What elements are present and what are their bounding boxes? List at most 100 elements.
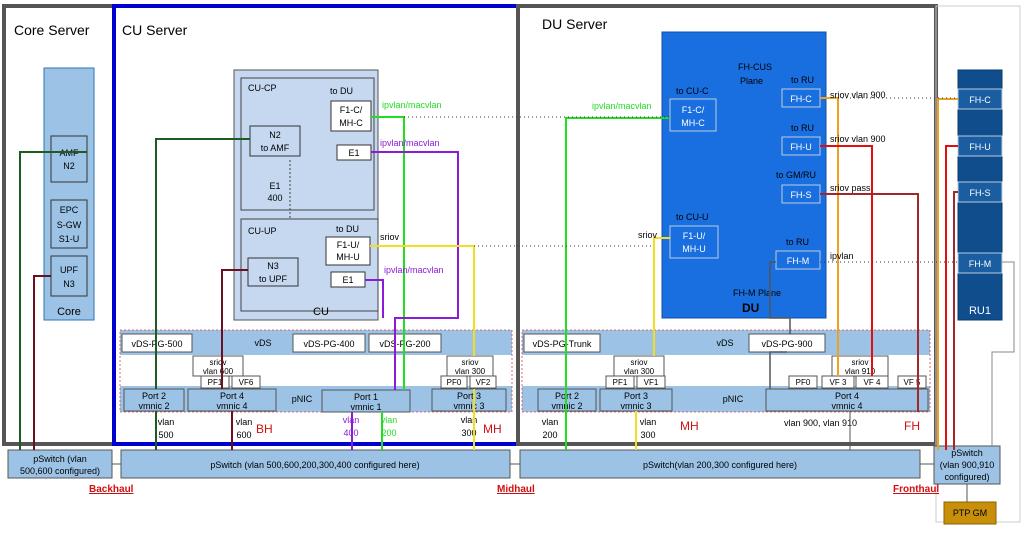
cu-up-title: CU-UP [248, 226, 277, 236]
du-fhcus-label: FH-CUS [738, 62, 772, 72]
cu-vmnic2-label: vmnic 2 [138, 401, 169, 411]
fronthaul-label: Fronthaul [893, 484, 939, 495]
cu-n3-label: N3 [267, 261, 279, 271]
du-sriov-label: sriov [638, 230, 658, 240]
e1-mid-label: E1 [269, 181, 280, 191]
ru-fhm-link [991, 261, 1015, 446]
cu-vlan500-a: vlan [158, 417, 175, 427]
pswitch-core [7, 449, 113, 479]
du-vf1-label: VF1 [644, 378, 659, 387]
pswitch-core-l1: pSwitch (vlan [33, 454, 87, 464]
cu-pg400-label: vDS-PG-400 [303, 339, 354, 349]
ru-fhu-link [945, 145, 958, 450]
du-fhs-label: FH-S [791, 190, 812, 200]
pswitch-cu-label: pSwitch (vlan 500,600,200,300,400 config… [210, 460, 419, 470]
cu-vlan600-b: 600 [236, 430, 251, 440]
upf-link [33, 275, 51, 450]
amf-box [50, 135, 88, 183]
du-vds-label: vDS [716, 338, 733, 348]
n2-link [155, 138, 250, 389]
cu-sriov600-vlan: vlan 600 [203, 367, 234, 376]
du-pf0 [788, 375, 818, 389]
cu-f1c-label: F1-C/ [340, 105, 363, 115]
du-port3-label: Port 3 [624, 391, 648, 401]
ru-fhs-label: FH-S [970, 188, 991, 198]
du-sriov910-label: sriov [852, 358, 869, 367]
epc-box [50, 199, 88, 249]
sgw-label: S-GW [57, 220, 82, 230]
upf-label: UPF [60, 265, 79, 275]
cu-cp-title: CU-CP [248, 83, 277, 93]
cu-port1 [321, 389, 411, 413]
du-vf3-label: VF 3 [830, 378, 847, 387]
du-vlan200-b: 200 [542, 430, 557, 440]
upf-n3-label: N3 [63, 279, 75, 289]
cu-mh-label: MH [483, 422, 502, 436]
cu-n2-label: N2 [269, 130, 281, 140]
cu-vf2-label: VF2 [476, 378, 491, 387]
du-mhu-label: MH-U [682, 244, 706, 254]
du-mhc-label: MH-C [681, 118, 705, 128]
s1u-label: S1-U [59, 234, 80, 244]
fhu-link [820, 145, 873, 376]
cu-vlan300-a: vlan [461, 415, 478, 425]
du-fh-label: FH [904, 419, 920, 433]
du-f1u-link [653, 237, 670, 356]
e1-up-link [365, 279, 384, 318]
du-plane-label: Plane [740, 76, 763, 86]
core-server-title: Core Server [14, 22, 90, 38]
du-block [661, 31, 827, 319]
cu-nic-dotted-frame [119, 329, 513, 413]
du-vf1 [636, 375, 666, 389]
cu-vmnic1-label: vmnic 1 [350, 402, 381, 412]
cu-cp-to-du: to DU [330, 86, 353, 96]
cu-cp-e1-label: E1 [348, 148, 359, 158]
cu-pf0-label: PF0 [447, 378, 462, 387]
backhaul-label: Backhaul [89, 484, 134, 495]
upf-box [50, 255, 88, 297]
cu-sriov300-label: sriov [462, 358, 479, 367]
du-vlan300-b: 300 [640, 430, 655, 440]
cu-up-to-du: to DU [336, 224, 359, 234]
cu-f1u-label: F1-U/ [337, 240, 360, 250]
cu-ipvlan-3: ipvlan/macvlan [384, 265, 444, 275]
pg900-link [769, 351, 787, 389]
du-f1c-label: F1-C/ [682, 105, 705, 115]
du-pg-trunk [523, 333, 601, 353]
cu-port3 [431, 388, 507, 412]
cu-bh-label: BH [256, 422, 273, 436]
cu-mhc-label: MH-C [339, 118, 363, 128]
du-ipvlan-fhm: ipvlan [830, 251, 854, 261]
cu-pg400 [292, 333, 366, 353]
cu-vf6 [231, 375, 261, 389]
cu-vds-label: vDS [254, 338, 271, 348]
du-vmnic3-label: vmnic 3 [620, 401, 651, 411]
cu-f1c-box [330, 100, 372, 132]
cu-f1u-box [325, 236, 371, 266]
du-f1c-box [669, 98, 717, 132]
du-pg-trunk-label: vDS-PG-Trunk [533, 339, 592, 349]
cu-ipvlan-1: ipvlan/macvlan [382, 100, 442, 110]
pswitch-du-label: pSwitch(vlan 200,300 configured here) [643, 460, 797, 470]
du-fhm-label: FH-M [787, 256, 810, 266]
cu-up-e1-label: E1 [342, 275, 353, 285]
ru-fhc-label: FH-C [969, 95, 991, 105]
amf-link [19, 151, 87, 450]
du-fhm-box [775, 250, 821, 270]
cu-port3-label: Port 3 [457, 391, 481, 401]
e1-cp-link [371, 151, 459, 390]
ru-fhm-label: FH-M [969, 259, 992, 269]
cu-port4-label: Port 4 [220, 391, 244, 401]
cu-pf1-label: PF1 [208, 378, 223, 387]
du-vf4-label: VF 4 [864, 378, 881, 387]
ru-fhc-link [937, 98, 958, 450]
du-sriov300-vlan: vlan 300 [624, 367, 655, 376]
cu-mhu-label: MH-U [336, 252, 360, 262]
cu-n3-box [247, 257, 299, 287]
du-f1u-label: F1-U/ [683, 231, 706, 241]
cu-to-upf-label: to UPF [259, 274, 288, 284]
epc-label: EPC [60, 205, 79, 215]
pswitch-ru-l1: pSwitch [951, 448, 983, 458]
cu-server-title: CU Server [122, 22, 188, 38]
